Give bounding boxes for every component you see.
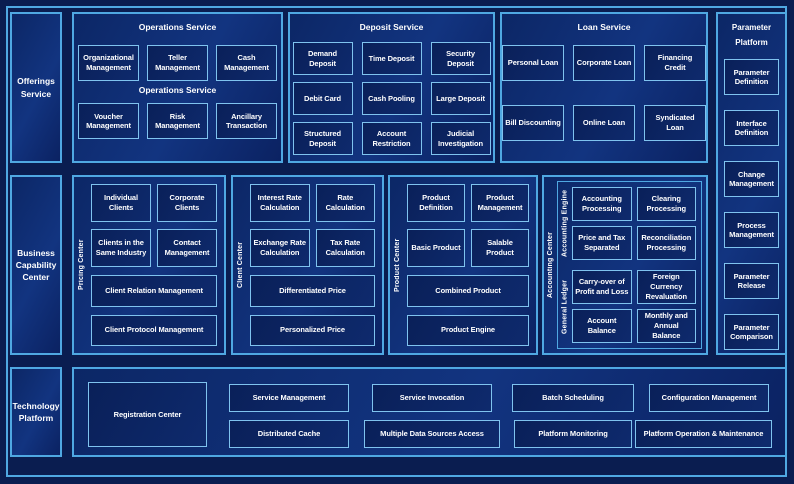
node-product-engine: Product Engine (407, 314, 529, 346)
node-product-definition: Product Definition (407, 184, 465, 222)
node-time-deposit: Time Deposit (361, 42, 422, 76)
node-platform-monitoring: Platform Monitoring (514, 420, 632, 448)
node-account-restriction: Account Restriction (361, 122, 422, 156)
node-parameter-comparison: Parameter Comparison (724, 314, 779, 351)
node-security-deposit: Security Deposit (430, 42, 491, 76)
rail-offerings-service: Offerings Service (10, 12, 62, 163)
product-center-label: Product Center (394, 238, 401, 292)
panel-accounting-center: Accounting Center Accounting Engine Acco… (542, 175, 708, 355)
panel-parameter-platform: Parameter Platform Parameter Definition … (716, 12, 787, 355)
node-financing-credit: Financing Credit (644, 45, 706, 82)
node-large-deposit: Large Deposit (430, 82, 491, 116)
node-personalized-price: Personalized Price (250, 314, 375, 346)
node-service-invocation: Service Invocation (372, 384, 492, 412)
node-judicial-investigation: Judicial Investigation (430, 122, 491, 156)
node-combined-product: Combined Product (407, 275, 529, 307)
node-corporate-loan: Corporate Loan (573, 45, 635, 82)
node-personal-loan: Personal Loan (502, 45, 564, 82)
operations-subtitle: Operations Service (138, 85, 217, 96)
rail-offerings-label: Offerings Service (17, 76, 55, 99)
node-rate-calculation: Rate Calculation (315, 184, 375, 222)
panel-technology-platform: Registration Center Service Management S… (72, 367, 787, 457)
rail-business-capability-center: Business Capability Center (10, 175, 62, 355)
rail-business-label: Business Capability Center (15, 247, 57, 283)
node-monthly-annual-balance: Monthly and Annual Balance (636, 309, 696, 343)
node-differentiated-price: Differentiated Price (250, 275, 375, 307)
accounting-center-label: Accounting Center (547, 232, 554, 299)
rail-technology-label: Technology Platform (12, 400, 60, 423)
node-voucher-management: Voucher Management (78, 103, 139, 140)
node-reconciliation-processing: Reconciliation Processing (636, 226, 696, 260)
panel-deposit-service: Deposit Service Demand Deposit Time Depo… (288, 12, 495, 163)
client-center-label: Client Center (237, 241, 244, 289)
pricing-center-label: Pricing Center (78, 239, 85, 291)
node-client-relation-management: Client Relation Management (91, 275, 217, 307)
panel-loan-service: Loan Service Personal Loan Corporate Loa… (500, 12, 708, 163)
node-teller-management: Teller Management (147, 45, 208, 82)
node-demand-deposit: Demand Deposit (292, 42, 353, 76)
node-price-tax-separated: Price and Tax Separated (572, 226, 632, 260)
node-batch-scheduling: Batch Scheduling (512, 384, 634, 412)
node-debit-card: Debit Card (292, 82, 353, 116)
node-bill-discounting: Bill Discounting (502, 105, 564, 142)
node-cash-pooling: Cash Pooling (361, 82, 422, 116)
node-carry-over-profit-loss: Carry-over of Profit and Loss (572, 270, 632, 304)
node-client-protocol-management: Client Protocol Management (91, 314, 217, 346)
node-registration-center: Registration Center (88, 382, 207, 447)
node-organizational-management: Organizational Management (78, 45, 139, 82)
node-cash-management: Cash Management (216, 45, 277, 82)
deposit-title: Deposit Service (359, 22, 424, 32)
node-foreign-currency-revaluation: Foreign Currency Revaluation (636, 270, 696, 304)
node-clients-same-industry: Clients in the Same Industry (91, 229, 151, 267)
node-parameter-release: Parameter Release (724, 263, 779, 300)
node-configuration-management: Configuration Management (649, 384, 769, 412)
node-parameter-definition: Parameter Definition (724, 59, 779, 96)
node-ancillary-transaction: Ancillary Transaction (216, 103, 277, 140)
node-change-management: Change Management (724, 161, 779, 198)
node-interface-definition: Interface Definition (724, 110, 779, 147)
node-exchange-rate-calculation: Exchange Rate Calculation (250, 229, 310, 267)
node-structured-deposit: Structured Deposit (292, 122, 353, 156)
accounting-engine-section: Accounting Engine Accounting Processing … (558, 182, 701, 265)
panel-pricing-center: Pricing Center Individual Clients Corpor… (72, 175, 226, 355)
panel-product-center: Product Center Product Definition Produc… (388, 175, 538, 355)
accounting-inner-group: Accounting Engine Accounting Processing … (557, 181, 702, 349)
general-ledger-section: General Ledger Carry-over of Profit and … (558, 265, 701, 348)
node-individual-clients: Individual Clients (91, 184, 151, 222)
operations-title: Operations Service (138, 22, 217, 32)
node-salable-product: Salable Product (471, 229, 529, 267)
node-risk-management: Risk Management (147, 103, 208, 140)
node-corporate-clients: Corporate Clients (157, 184, 217, 222)
node-distributed-cache: Distributed Cache (229, 420, 349, 448)
node-accounting-processing: Accounting Processing (572, 187, 632, 221)
general-ledger-label: General Ledger (561, 279, 569, 334)
parameter-platform-title: Parameter Platform (731, 23, 772, 48)
node-process-management: Process Management (724, 212, 779, 249)
node-tax-rate-calculation: Tax Rate Calculation (315, 229, 375, 267)
node-service-management: Service Management (229, 384, 349, 412)
node-multiple-data-sources-access: Multiple Data Sources Access (364, 420, 500, 448)
node-platform-operation-maintenance: Platform Operation & Maintenance (635, 420, 772, 448)
panel-client-center: Client Center Interest Rate Calculation … (231, 175, 384, 355)
node-syndicated-loan: Syndicated Loan (644, 105, 706, 142)
node-clearing-processing: Clearing Processing (636, 187, 696, 221)
accounting-engine-label: Accounting Engine (561, 189, 569, 258)
node-contact-management: Contact Management (157, 229, 217, 267)
node-basic-product: Basic Product (407, 229, 465, 267)
node-interest-rate-calculation: Interest Rate Calculation (250, 184, 310, 222)
node-online-loan: Online Loan (573, 105, 635, 142)
node-product-management: Product Management (471, 184, 529, 222)
node-account-balance: Account Balance (572, 309, 632, 343)
loan-title: Loan Service (577, 22, 631, 32)
panel-operations-service: Operations Service Organizational Manage… (72, 12, 283, 163)
rail-technology-platform: Technology Platform (10, 367, 62, 457)
